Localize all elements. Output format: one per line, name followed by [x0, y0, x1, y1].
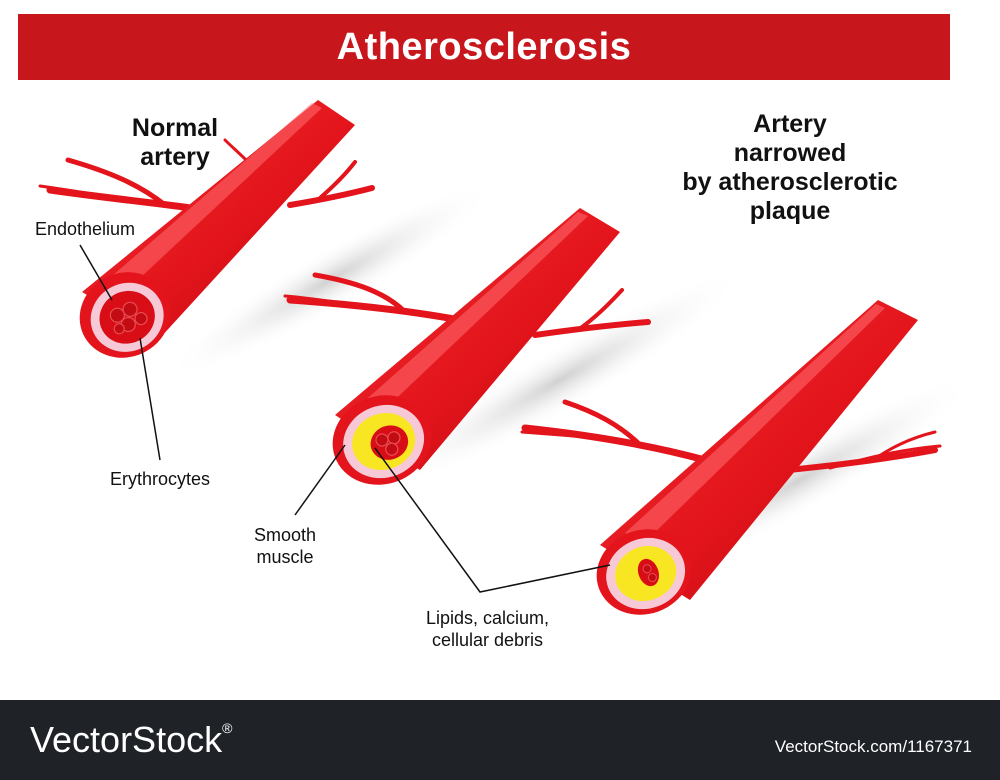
artery-cross-section	[79, 272, 171, 358]
narrowing-artery	[283, 208, 743, 489]
normal-artery-heading: Normal artery	[110, 114, 240, 172]
leader-lines	[79, 244, 611, 593]
label-line: Lipids, calcium,	[425, 608, 550, 628]
label-line: Smooth	[253, 525, 317, 545]
heading-line: Artery	[753, 110, 827, 138]
smooth-muscle-label: Smooth muscle	[235, 524, 335, 568]
page-title: Atherosclerosis	[336, 26, 632, 68]
smooth-muscle-pointer	[294, 444, 346, 516]
label-line: cellular debris	[431, 630, 544, 650]
heading-line: by atherosclerotic	[682, 168, 898, 196]
heading-line: Normal	[131, 114, 219, 142]
artery-tube-highlight	[360, 212, 588, 414]
stock-id: VectorStock.com/1167371	[774, 737, 972, 756]
normal-artery	[38, 100, 496, 379]
heading-line: narrowed	[733, 139, 847, 167]
brand-logo: VectorStock®	[30, 718, 232, 762]
registered-mark: ®	[222, 720, 233, 736]
artery-cross-section	[596, 529, 692, 615]
atherosclerosis-diagram	[38, 100, 974, 615]
erythrocytes-pointer	[139, 337, 161, 461]
heading-line: plaque	[749, 197, 831, 225]
artery-tube	[600, 300, 918, 600]
narrowed-artery-heading: Artery narrowed by atherosclerotic plaqu…	[650, 110, 930, 226]
lipids-pointer	[374, 447, 611, 593]
heading-line: artery	[140, 143, 210, 171]
erythrocytes-cells	[109, 301, 148, 335]
endothelium-label: Endothelium	[34, 219, 136, 239]
artery-tube-highlight	[105, 103, 322, 292]
footer-bar: VectorStock® VectorStock.com/1167371	[0, 700, 1000, 780]
lipids-label: Lipids, calcium, cellular debris	[405, 607, 570, 651]
artery-tube-highlight	[625, 304, 885, 542]
narrowed-artery	[520, 300, 974, 615]
label-line: muscle	[256, 547, 314, 567]
title-banner: Atherosclerosis	[18, 14, 950, 80]
endothelium-pointer	[79, 244, 113, 301]
artery-shadow	[377, 271, 743, 489]
brand-name: VectorStock	[30, 719, 223, 760]
erythrocytes-label: Erythrocytes	[109, 469, 211, 489]
artery-cross-section	[332, 395, 432, 485]
